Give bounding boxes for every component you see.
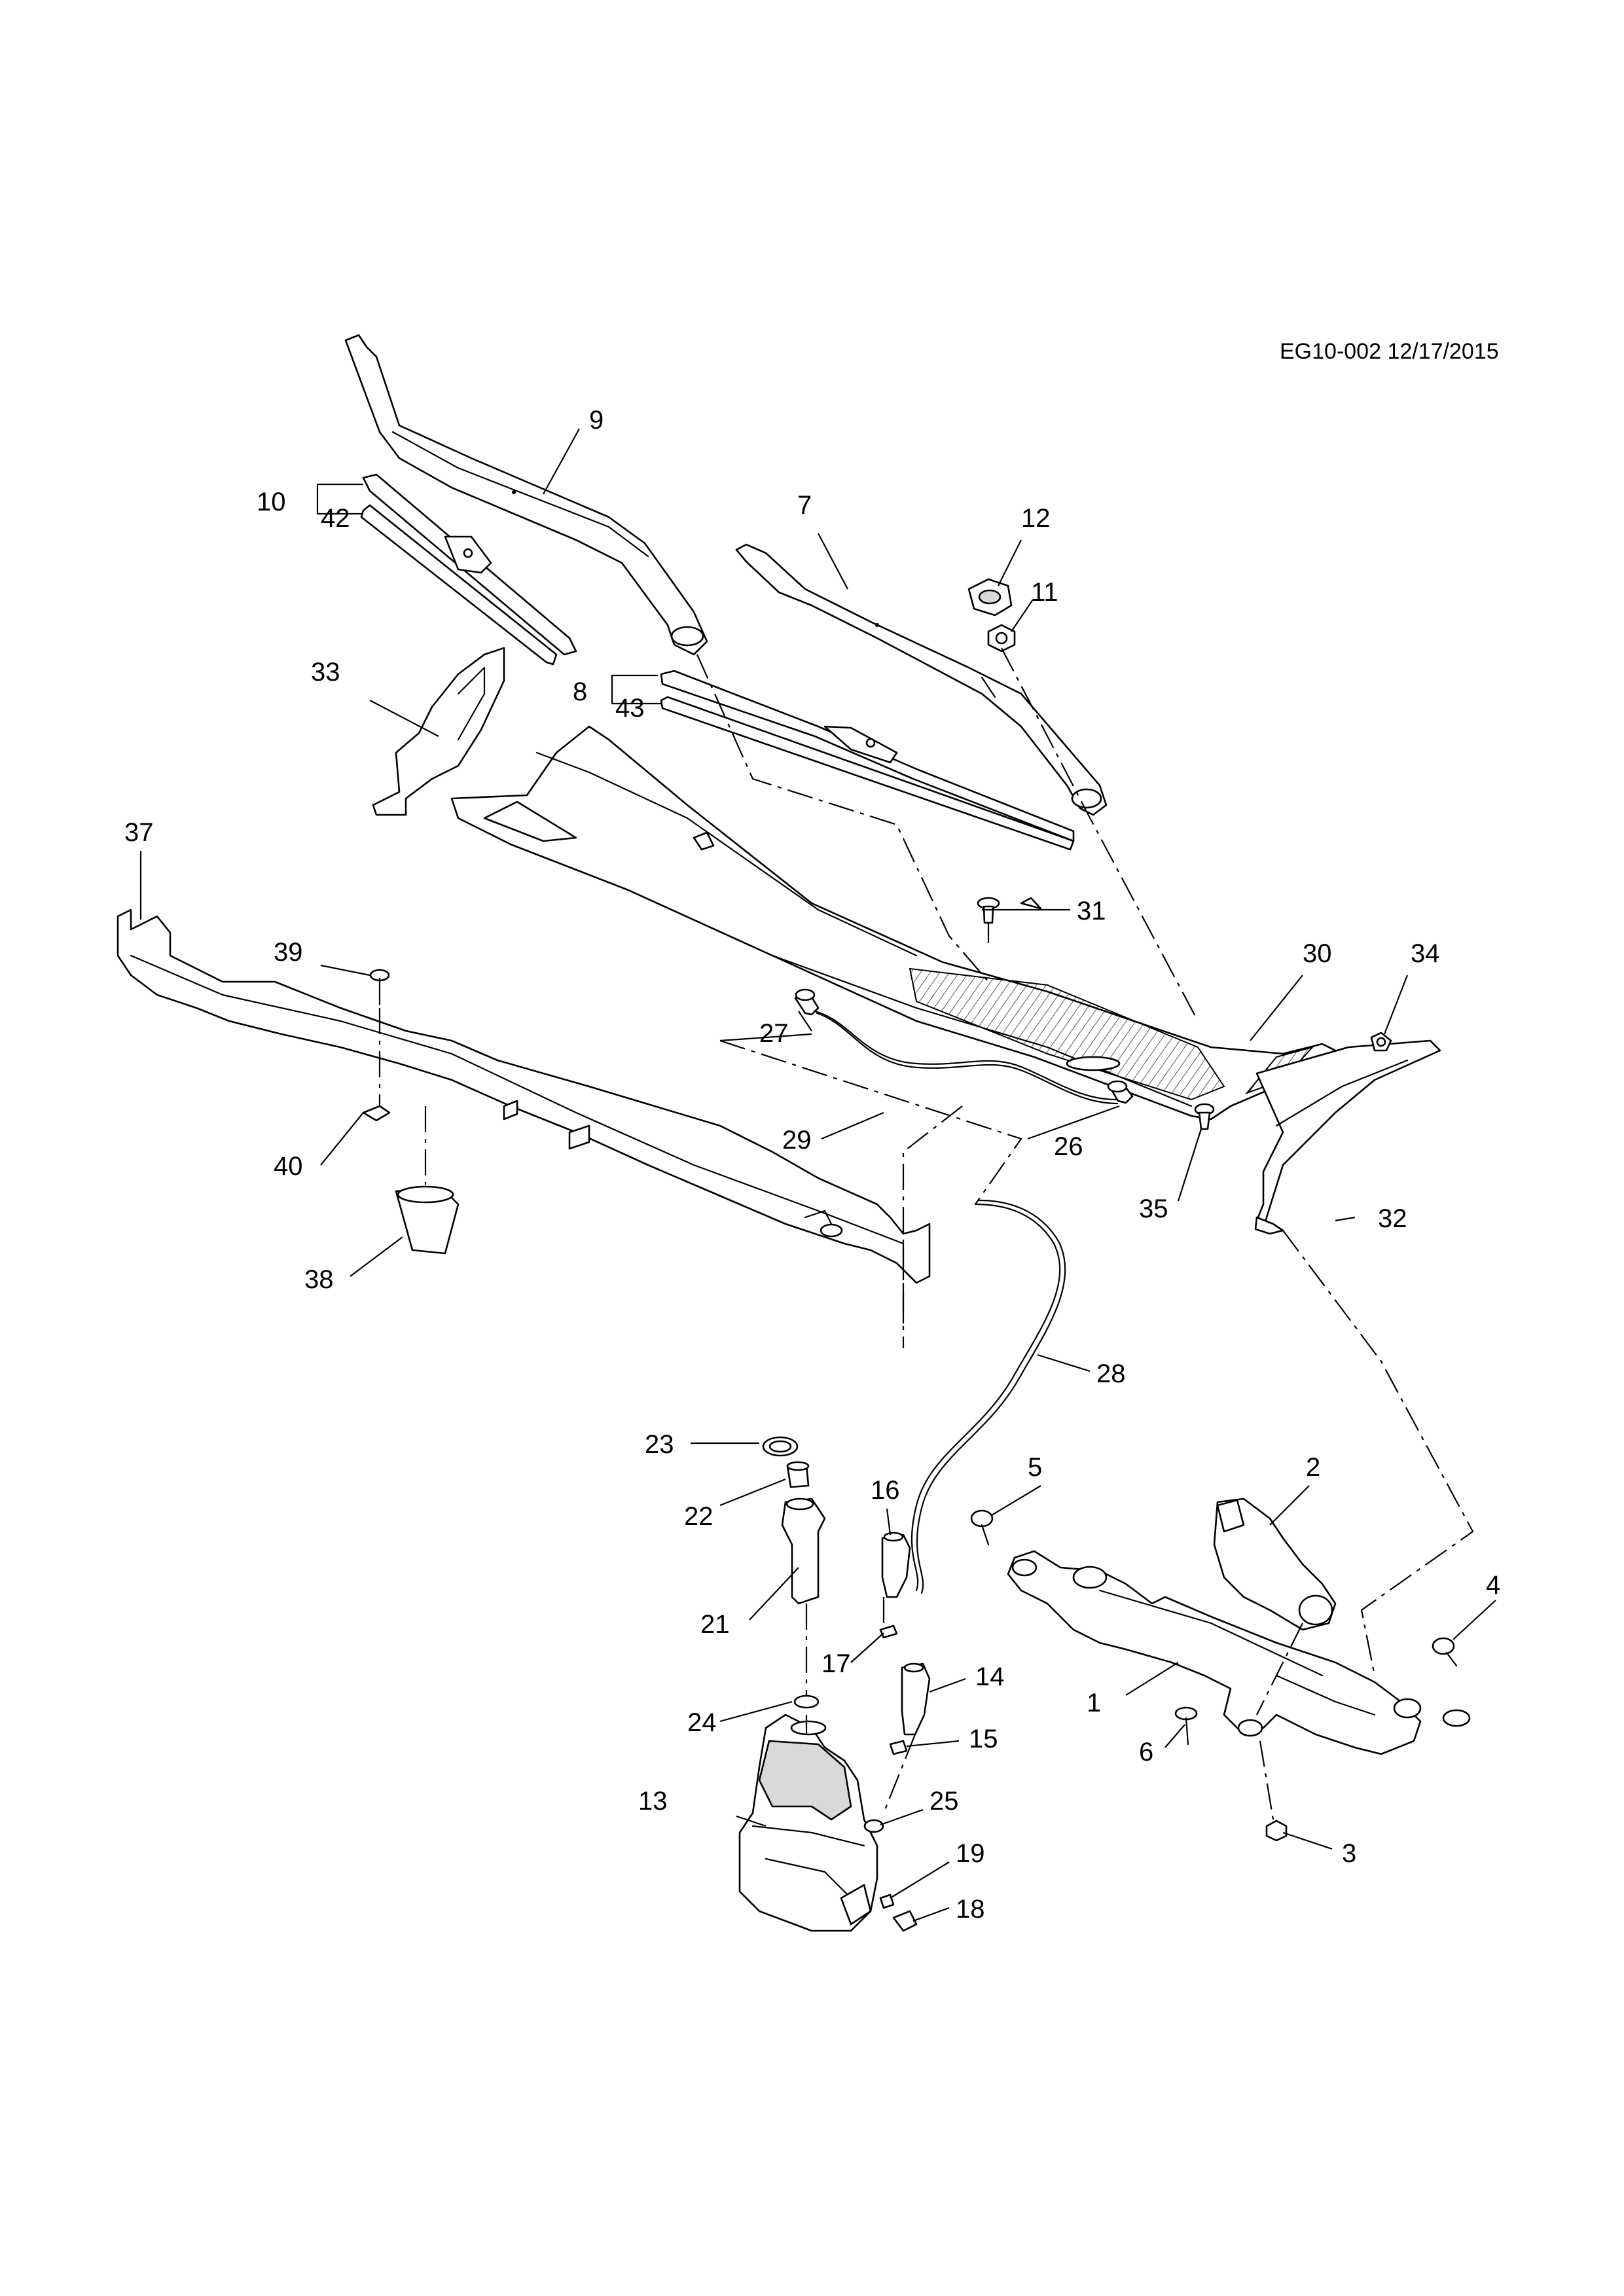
callout-5: 5 [1028,1453,1042,1482]
callout-3: 3 [1342,1839,1356,1868]
cowl-retainer-34 [1370,1031,1392,1052]
nozzle-hose-29b [816,1012,1119,1105]
wiper-arm-cap [967,578,1013,617]
leader-lines [139,428,1496,1922]
cowl-panel-bracket [117,908,931,1284]
callout-28: 28 [1096,1359,1126,1388]
callout-15: 15 [969,1725,998,1753]
callout-22: 22 [684,1502,713,1531]
callout-42: 42 [321,504,350,533]
left-wiper-arm [344,334,708,656]
filler-neck-seal [793,1695,820,1709]
callout-labels: 9 10 42 7 12 11 8 43 33 37 39 40 38 27 3… [124,406,1500,1924]
filler-cap [786,1461,810,1488]
callout-23: 23 [645,1430,674,1459]
callout-14: 14 [975,1662,1005,1691]
linkage-nut-3 [1265,1820,1288,1842]
callout-11: 11 [1031,578,1058,607]
linkage-bolt-6 [1174,1706,1198,1746]
callout-9: 9 [589,406,604,435]
nozzle-hose-29 [814,1010,1117,1101]
callout-29: 29 [782,1126,812,1155]
callout-18: 18 [956,1895,985,1924]
callout-33: 33 [311,658,340,687]
washer-pump-front [881,1532,911,1598]
linkage-bolt-5 [970,1509,994,1546]
callout-19: 19 [956,1839,985,1868]
callout-1: 1 [1087,1689,1101,1717]
callout-35: 35 [1139,1194,1168,1223]
callout-10: 10 [257,488,286,516]
callout-21: 21 [700,1610,730,1639]
callout-32: 32 [1378,1204,1407,1233]
cowl-side-seal [1254,1039,1441,1235]
callout-43: 43 [615,694,645,723]
callout-6: 6 [1139,1738,1153,1767]
callout-25: 25 [929,1787,959,1816]
bracket-screw [369,969,390,1006]
callout-26: 26 [1054,1132,1083,1161]
cowl-side-deflector [372,647,505,816]
left-wiper-blade [360,473,577,666]
callout-7: 7 [797,491,812,520]
right-wiper-blade [660,670,1075,851]
linkage-bolt-4 [1432,1637,1458,1667]
right-wiper-arm [735,543,1108,816]
wiper-linkage [1007,1550,1471,1755]
callout-37: 37 [124,818,154,847]
callout-8: 8 [573,677,587,706]
level-sensor-18 [892,1910,918,1932]
callout-38: 38 [304,1265,334,1294]
wiper-arm-nut [987,624,1016,653]
washer-reservoir [738,1713,878,1932]
filler-neck [781,1498,826,1605]
callout-40: 40 [274,1152,303,1181]
washer-hose [911,1203,1061,1592]
pump-grommet-15 [889,1740,908,1755]
wiper-motor [1213,1498,1337,1631]
callout-17: 17 [821,1649,851,1678]
washer-pump-rear [901,1662,931,1736]
filler-cap-seal [762,1436,799,1457]
cowl-retainer-31 [977,897,1000,944]
pump-grommet-17 [879,1624,898,1639]
callout-31: 31 [1077,897,1106,925]
callout-39: 39 [274,938,303,967]
callout-13: 13 [638,1787,668,1816]
washer-hose-b [916,1199,1066,1594]
callout-24: 24 [687,1708,717,1737]
cowl-retainer-35 [1194,1103,1215,1130]
reservoir-seal-25 [863,1819,884,1833]
callout-16: 16 [871,1476,900,1505]
callout-30: 30 [1303,939,1332,968]
reference-code: EG10-002 12/17/2015 [1280,339,1499,364]
callout-2: 2 [1306,1453,1320,1482]
assembly-lines [378,647,1474,1820]
callout-27: 27 [759,1019,789,1048]
callout-4: 4 [1486,1571,1500,1600]
callout-12: 12 [1021,504,1051,533]
callout-34: 34 [1411,939,1440,968]
bracket-clip [362,1105,391,1122]
drain-grommet [395,1185,460,1255]
washer-nozzle-right [1107,1080,1134,1104]
